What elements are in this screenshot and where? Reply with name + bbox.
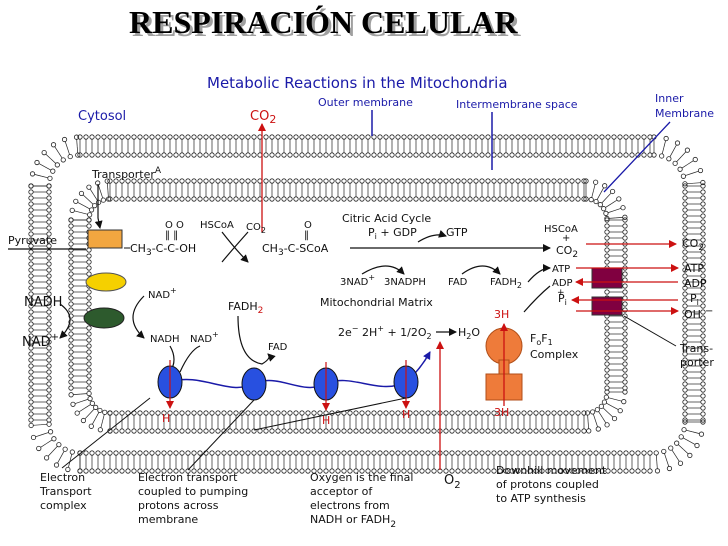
pi-gdp: Pi + GDP — [368, 226, 417, 241]
atp-out: ATP — [684, 262, 704, 275]
yellow-shuttle — [85, 272, 127, 292]
outer-membrane — [28, 134, 706, 474]
nad-left: NAD+ — [22, 332, 59, 350]
atp-curve — [527, 264, 551, 283]
fad-curve — [461, 265, 501, 275]
complex-label: Complex — [530, 348, 579, 361]
etc-chain: H H H — [157, 351, 431, 427]
eq-single: ‖ — [304, 230, 309, 241]
fadh2-curve — [237, 315, 276, 365]
page-title: RESPIRACIÓN CELULAR — [129, 4, 518, 40]
h-label-3: H — [402, 408, 410, 421]
fadh2-inner: FADH2 — [228, 300, 263, 316]
atp-in: ATP — [552, 264, 570, 275]
inner-membrane-label-2: Membrane — [655, 107, 714, 120]
caption-pointer-coupled — [187, 399, 255, 471]
intermembrane-label: Intermembrane space — [456, 98, 578, 111]
fof1-label: FoF1 — [530, 332, 553, 347]
h2o: H2O — [458, 326, 480, 341]
citric-cycle-label: Citric Acid Cycle — [342, 212, 431, 225]
adp-curve — [523, 285, 551, 313]
caption-pointer-coupled-2 — [253, 397, 407, 431]
pyruvate-formula: CH3-C-C-OH — [130, 242, 196, 258]
transporter-pointer-right — [623, 315, 677, 347]
o2-bottom: O2 — [444, 473, 461, 491]
outer-membrane-label: Outer membrane — [318, 96, 413, 109]
inner-membrane — [68, 178, 628, 434]
nad-inner: NAD+ — [148, 286, 177, 301]
three-nadph: 3NADPH — [384, 277, 426, 288]
pyruvate-label: Pyruvate — [8, 234, 57, 247]
transporter-label: TransporterA — [91, 166, 162, 181]
gtp-curve — [417, 229, 447, 243]
h-label-2: H — [322, 414, 330, 427]
plus-right: + — [562, 233, 570, 244]
cytosol-label: Cytosol — [78, 109, 126, 124]
trans-porter-2: porter — [680, 356, 714, 369]
plus-pi: + — [557, 288, 565, 298]
three-h-top: 3H — [494, 308, 509, 321]
nadh-left: NADH — [24, 295, 62, 310]
pi-in: Pi — [558, 292, 567, 307]
oh-out: OH− — [684, 306, 713, 321]
co2-mid: CO2 — [246, 222, 266, 235]
fad-inner: FAD — [268, 342, 288, 353]
adp-out: ADP — [684, 277, 707, 290]
fadh2-label: FADH2 — [490, 277, 522, 290]
inner-membrane-pointer — [603, 121, 671, 193]
transporter-a — [87, 229, 123, 249]
page-title-shadow: RESPIRACIÓN CELULAR — [132, 7, 521, 43]
nadh-inner: NADH — [150, 334, 180, 345]
atp-adp-antiporter — [591, 267, 623, 289]
green-shuttle — [83, 307, 125, 329]
hscoa-1: HSCoA — [200, 220, 234, 231]
gtp: GTP — [446, 226, 468, 239]
oo-label: O O — [165, 220, 184, 231]
adp-in: ADP — [552, 278, 573, 289]
co2-top-label: CO2 — [250, 109, 276, 126]
etc-complex-2 — [241, 367, 267, 401]
acetyl-formula: CH3-C-SCoA — [262, 242, 329, 258]
matrix-label: Mitochondrial Matrix — [320, 296, 433, 309]
co2-out: CO2 — [682, 237, 704, 253]
membranes — [28, 134, 706, 474]
caption-pointer-etc — [61, 397, 151, 469]
nadh-left-curve — [59, 303, 71, 339]
double-bonds: ‖ ‖ — [165, 230, 178, 241]
electron-path — [169, 351, 431, 389]
nad-inner-2: NAD+ — [190, 330, 219, 345]
h-label-1: H — [162, 412, 170, 425]
pdh-curve-arrow — [221, 231, 249, 263]
co2-cycle: CO2 — [556, 244, 578, 260]
transporter-pointer — [94, 184, 103, 229]
o-single: O — [304, 220, 312, 231]
hscoa-right: HSCoA — [544, 224, 578, 235]
nad-curve — [361, 265, 405, 275]
three-h-bottom: 3H — [494, 406, 509, 419]
pdh-curve-arrow-2 — [221, 231, 249, 263]
nad-inner-curve — [132, 295, 145, 339]
three-nad: 3NAD+ — [340, 273, 375, 288]
oxygen-equation: 2e− 2H+ + 1/2O2 — [338, 324, 432, 341]
pi-out: Pi — [690, 292, 699, 307]
diagram-title: Metabolic Reactions in the Mitochondria — [207, 74, 508, 92]
trans-porter-1: Trans- — [679, 342, 713, 355]
inner-membrane-label-1: Inner — [655, 92, 684, 105]
fad-label: FAD — [448, 277, 468, 288]
